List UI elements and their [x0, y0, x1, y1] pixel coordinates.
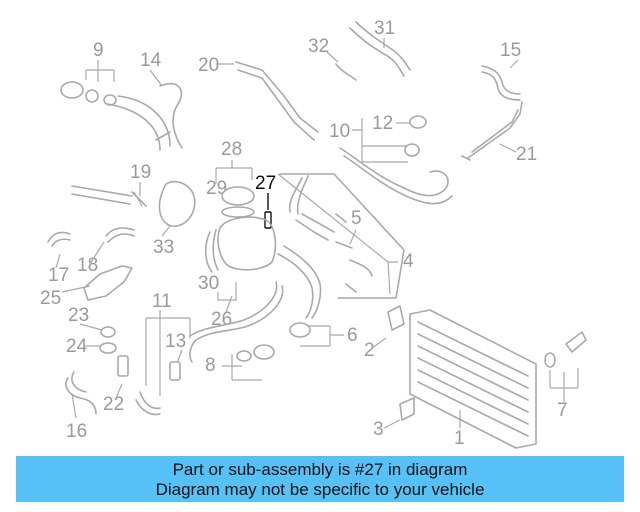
- part-7-ring: [544, 352, 556, 368]
- callout-32: 32: [308, 36, 329, 57]
- part-1-radiator: [409, 309, 537, 449]
- part-32-hose: [335, 63, 357, 81]
- part-25-bracket: [83, 265, 133, 301]
- callout-9: 9: [93, 40, 104, 61]
- callout-16: 16: [66, 421, 87, 442]
- parts-diagram: 9 14 20 31 32 15 12 10 21 28 27 19 29 5 …: [40, 18, 587, 449]
- callout-1: 1: [454, 428, 465, 449]
- part-18-hose: [105, 227, 135, 243]
- callout-3: 3: [373, 419, 384, 440]
- callout-13: 13: [165, 331, 186, 352]
- part-26-hose: [277, 245, 322, 319]
- part-29-seal: [221, 206, 255, 218]
- part-2-bracket: [387, 305, 405, 331]
- leader-lines: [55, 38, 579, 429]
- part-10-cap: [404, 143, 420, 157]
- part-10-hose: [339, 147, 453, 205]
- part-33-flange: [158, 180, 196, 227]
- callout-33: 33: [153, 237, 174, 258]
- callout-20: 20: [198, 55, 219, 76]
- part-23-ring: [100, 326, 116, 338]
- callout-21: 21: [516, 144, 537, 165]
- banner-line-1: Part or sub-assembly is #27 in diagram: [172, 460, 468, 479]
- part-31-hose: [349, 21, 411, 77]
- part-7-fitting: [565, 331, 587, 353]
- callout-17: 17: [48, 265, 69, 286]
- callout-8: 8: [205, 355, 216, 376]
- banner-line-2: Diagram may not be specific to your vehi…: [155, 480, 485, 499]
- part-19-pipe: [71, 185, 147, 207]
- part-15-hose: [481, 65, 521, 101]
- part-8-ring: [236, 350, 252, 362]
- callout-12: 12: [372, 113, 393, 134]
- callout-28: 28: [221, 139, 242, 160]
- part-8-coupling: [253, 344, 275, 360]
- callout-31: 31: [374, 18, 395, 39]
- callout-23: 23: [68, 305, 89, 326]
- part-9-clamps: [60, 81, 117, 106]
- callout-14: 14: [140, 50, 162, 71]
- part-14-hose: [107, 82, 183, 151]
- part-17-hose: [47, 231, 71, 247]
- part-lower-hose: [189, 281, 284, 363]
- callout-2: 2: [364, 340, 375, 361]
- part-11-hose: [135, 391, 161, 416]
- callout-6: 6: [347, 325, 358, 346]
- callout-11: 11: [152, 291, 172, 312]
- part-12-connector: [409, 115, 427, 129]
- callout-4: 4: [403, 251, 414, 272]
- callout-18: 18: [77, 255, 98, 276]
- part-expansion-tank: [217, 216, 277, 271]
- info-banner: Part or sub-assembly is #27 in diagram D…: [16, 456, 624, 502]
- callout-24: 24: [66, 336, 88, 357]
- part-6-coupling: [289, 322, 311, 338]
- part-20-pipe: [235, 61, 319, 141]
- part-16-hose: [65, 371, 97, 415]
- part-28-cap: [221, 186, 255, 206]
- part-24-ring: [99, 342, 117, 354]
- part-4-hoses: [295, 213, 373, 293]
- callout-7: 7: [557, 400, 568, 421]
- callout-22: 22: [103, 394, 124, 415]
- part-3-bracket: [399, 397, 415, 421]
- part-22-sensor: [117, 355, 129, 377]
- callout-30: 30: [198, 273, 219, 294]
- part-27-hose: [288, 175, 309, 215]
- callout-25: 25: [40, 288, 61, 309]
- callout-5: 5: [351, 208, 362, 229]
- callout-10: 10: [329, 121, 350, 142]
- part-30-hose: [204, 229, 219, 273]
- part-21-pipe: [461, 101, 523, 161]
- callout-15: 15: [500, 40, 521, 61]
- callout-19: 19: [130, 162, 151, 183]
- callout-27: 27: [255, 173, 276, 194]
- part-4-bracket: [279, 173, 405, 299]
- part-13-sensor: [169, 361, 181, 381]
